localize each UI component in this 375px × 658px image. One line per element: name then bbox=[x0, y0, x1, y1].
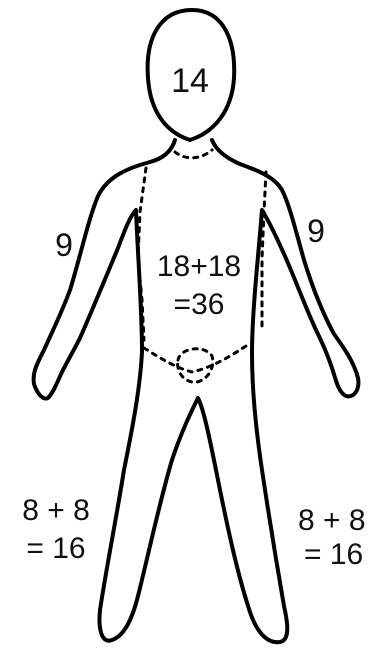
left-arm-percent-label: 9 bbox=[55, 227, 73, 263]
trunk-percent-label-line1: 18+18 bbox=[157, 250, 241, 283]
head-percent-label: 14 bbox=[171, 62, 209, 100]
right-arm-percent-label: 9 bbox=[307, 213, 325, 249]
left-leg-percent-label-line1: 8 + 8 bbox=[22, 494, 90, 527]
trunk-right-division-line bbox=[262, 172, 266, 330]
left-leg-percent-label-line2: = 16 bbox=[26, 532, 85, 565]
neck-division-line bbox=[175, 150, 212, 158]
perineum-circle bbox=[178, 349, 213, 382]
right-leg-percent-label-line2: = 16 bbox=[304, 538, 363, 571]
trunk-percent-label-line2: =36 bbox=[174, 288, 225, 321]
right-leg-percent-label-line1: 8 + 8 bbox=[298, 504, 366, 537]
